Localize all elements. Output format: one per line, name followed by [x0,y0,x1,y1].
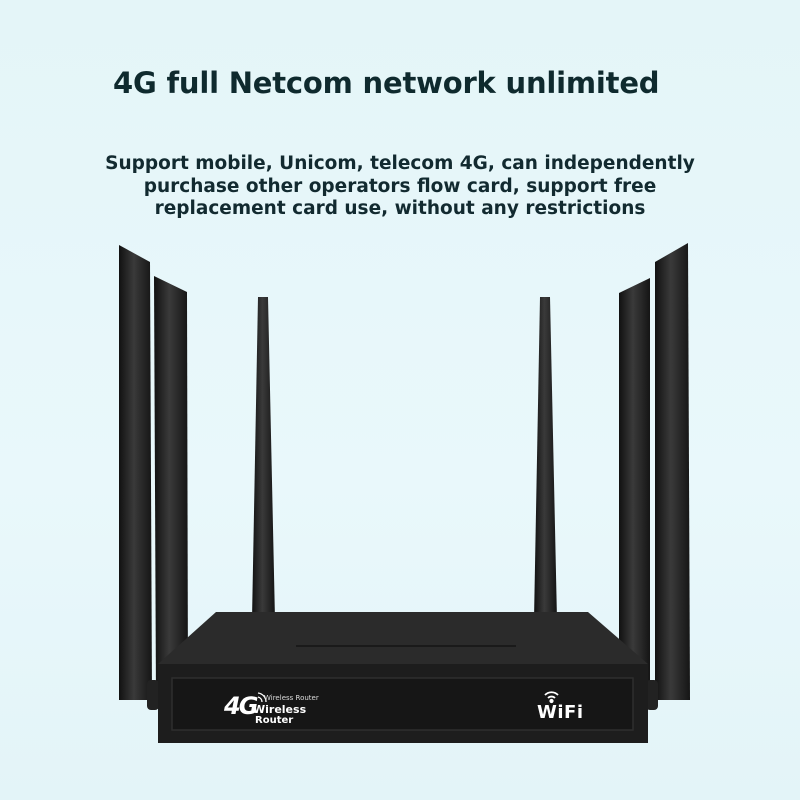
description-line: Support mobile, Unicom, telecom 4G, can … [105,153,695,174]
antenna-left-inner [252,297,275,620]
wifi-label: WiFi [537,702,584,723]
antenna-hinge-right [646,680,658,710]
logo-router: Router [255,715,294,726]
antenna-left-middle [154,276,188,700]
logo-small-text: Wireless Router [264,694,319,702]
antenna-right-middle [619,278,650,700]
logo-4g: 4G [224,692,258,720]
router-body [158,612,648,743]
logo-wireless: Wireless [253,703,307,716]
antenna-left-outer [119,245,152,700]
antenna-right-inner [534,297,557,620]
antenna-hinge-left [147,680,159,710]
headline: 4G full Netcom network unlimited [113,66,660,100]
wifi-icon [544,691,559,704]
antenna-right-outer [655,243,690,700]
description-line: purchase other operators flow card, supp… [143,175,657,197]
description-line: replacement card use, without any restri… [154,198,646,219]
signal-icon [257,692,267,703]
description: Support mobile, Unicom, telecom 4G, can … [0,153,800,221]
